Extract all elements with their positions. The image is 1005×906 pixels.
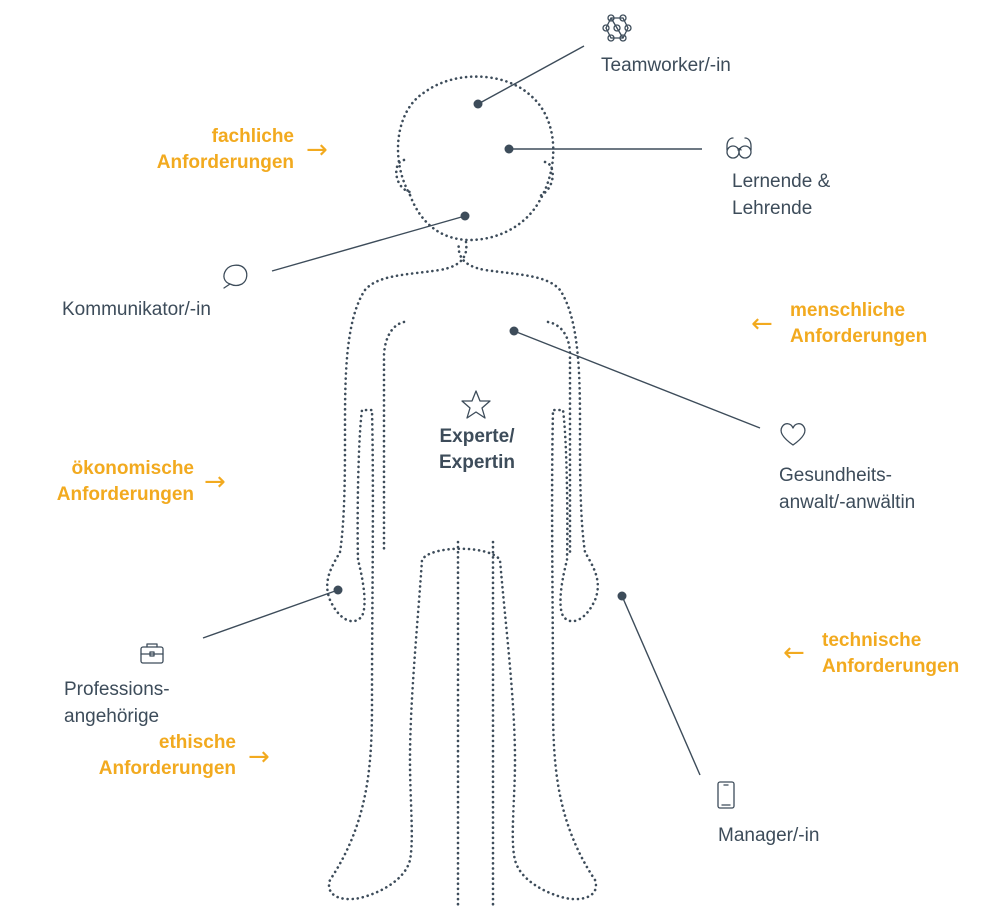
arrow-left-icon: ← — [783, 640, 805, 666]
label-lernende: Lernende & Lehrende — [732, 168, 830, 222]
star-icon — [462, 391, 490, 418]
arrow-right-icon: → — [306, 137, 328, 163]
connector-manager — [622, 596, 700, 775]
anchor-dot-lernende — [505, 145, 514, 154]
req-technisch-line2: Anforderungen — [822, 654, 959, 680]
req-ethisch: ethische Anforderungen — [50, 730, 236, 782]
arrow-right-icon: → — [204, 469, 226, 495]
heart-icon — [781, 424, 805, 445]
req-oekonomisch-line1: ökonomische — [4, 456, 194, 482]
manager-text: Manager/-in — [718, 825, 819, 846]
connector-teamworker — [478, 46, 584, 104]
arrow-left-icon: ← — [751, 311, 773, 337]
gesundheit-line1: Gesundheits- — [779, 462, 915, 489]
figure-body-outline — [327, 242, 598, 899]
label-gesundheit: Gesundheits- anwalt/-anwältin — [779, 462, 915, 516]
req-fachlich-line2: Anforderungen — [100, 150, 294, 176]
figure-inner-arm-left — [384, 322, 404, 552]
label-manager: Manager/-in — [718, 822, 819, 849]
connector-kommunikator — [272, 216, 465, 271]
kommunikator-text: Kommunikator/-in — [62, 299, 211, 320]
label-teamworker: Teamworker/-in — [601, 52, 731, 79]
anchor-dot-kommunikator — [461, 212, 470, 221]
arrow-right-icon: → — [248, 744, 270, 770]
lernende-line2: Lehrende — [732, 195, 830, 222]
req-fachlich: fachliche Anforderungen — [100, 124, 294, 176]
glasses-icon — [727, 138, 751, 158]
smartphone-icon — [718, 782, 734, 808]
req-menschlich: menschliche Anforderungen — [790, 298, 927, 350]
connector-profession — [203, 590, 338, 638]
teamworker-text: Teamworker/-in — [601, 55, 731, 76]
center-line2: Expertin — [418, 450, 536, 476]
figure-inner-arm-right — [548, 322, 570, 552]
req-menschlich-line2: Anforderungen — [790, 324, 927, 350]
lernende-line1: Lernende & — [732, 168, 830, 195]
center-line1: Experte/ — [418, 424, 536, 450]
profession-line1: Professions- — [64, 676, 170, 703]
req-ethisch-line1: ethische — [50, 730, 236, 756]
figure-ear-right — [540, 162, 553, 196]
anchor-dot-teamworker — [474, 100, 483, 109]
req-fachlich-line1: fachliche — [100, 124, 294, 150]
profession-line2: angehörige — [64, 703, 170, 730]
req-ethisch-line2: Anforderungen — [50, 756, 236, 782]
req-technisch: technische Anforderungen — [822, 628, 959, 680]
anchor-dot-manager — [618, 592, 627, 601]
anchor-dot-profession — [334, 586, 343, 595]
req-oekonomisch-line2: Anforderungen — [4, 482, 194, 508]
label-kommunikator: Kommunikator/-in — [62, 296, 211, 323]
req-menschlich-line1: menschliche — [790, 298, 927, 324]
speech-bubble-icon — [224, 265, 247, 288]
req-oekonomisch: ökonomische Anforderungen — [4, 456, 194, 508]
briefcase-icon — [141, 644, 163, 663]
connector-gesundheit — [514, 331, 760, 428]
center-label-expert: Experte/ Expertin — [418, 424, 536, 476]
gesundheit-line2: anwalt/-anwältin — [779, 489, 915, 516]
anchor-dot-gesundheit — [510, 327, 519, 336]
req-technisch-line1: technische — [822, 628, 959, 654]
label-profession: Professions- angehörige — [64, 676, 170, 730]
network-icon — [603, 15, 631, 41]
